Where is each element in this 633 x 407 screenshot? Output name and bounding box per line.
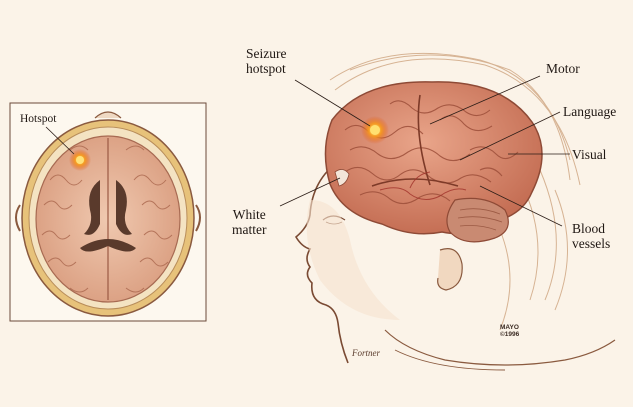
label-seizure-line2: hotspot	[246, 61, 286, 76]
label-white-matter: White matter	[232, 207, 266, 237]
label-blood-line2: vessels	[572, 236, 610, 251]
label-white-line1: White	[232, 207, 266, 222]
inset-panel	[10, 103, 206, 321]
lateral-brain	[325, 82, 542, 242]
label-white-line2: matter	[232, 222, 266, 237]
mayo-line1: MAYO	[500, 324, 519, 331]
label-language: Language	[563, 104, 616, 119]
label-blood-line1: Blood	[572, 221, 610, 236]
mayo-line2: ©1996	[500, 331, 519, 338]
label-blood-vessels: Blood vessels	[572, 221, 610, 251]
label-seizure-hotspot: Seizure hotspot	[246, 46, 286, 76]
label-motor: Motor	[546, 61, 580, 76]
mayo-credit: MAYO ©1996	[500, 324, 519, 338]
label-hotspot: Hotspot	[20, 113, 56, 126]
label-seizure-line1: Seizure	[246, 46, 286, 61]
label-visual: Visual	[572, 147, 606, 162]
artist-signature: Fortner	[352, 348, 380, 358]
